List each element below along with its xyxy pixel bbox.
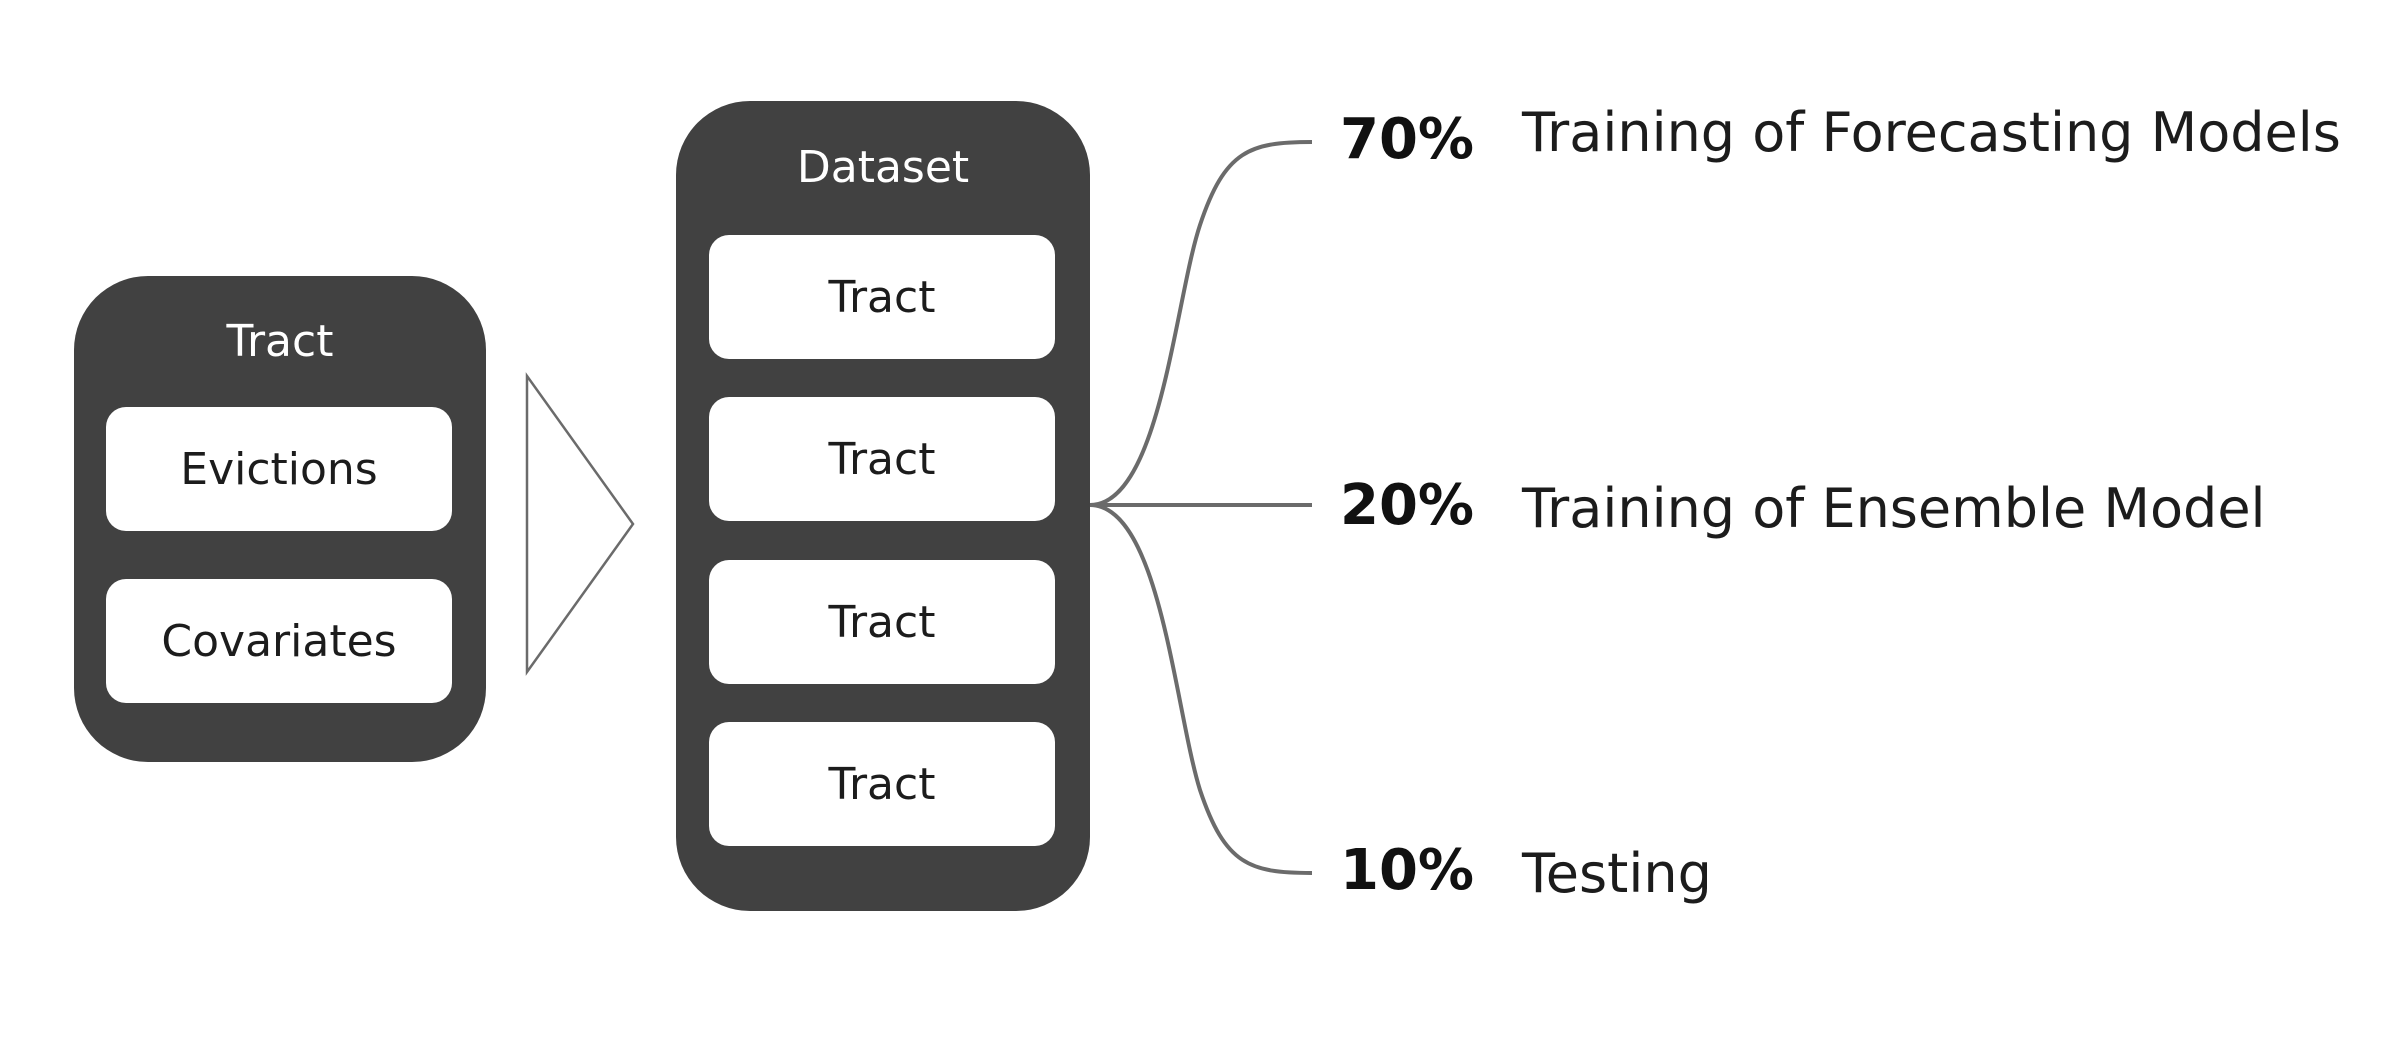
- covariates-card: Covariates: [106, 579, 452, 703]
- split-percent-10: 10%: [1340, 838, 1475, 903]
- split-percent-70: 70%: [1340, 107, 1475, 172]
- split-label-testing: Testing: [1522, 842, 1712, 905]
- evictions-card: Evictions: [106, 407, 452, 531]
- tract-panel: Tract Evictions Covariates: [74, 276, 486, 762]
- tract-panel-title: Tract: [226, 316, 334, 367]
- dataset-tract-card: Tract: [709, 235, 1055, 359]
- split-percent-20: 20%: [1340, 473, 1475, 538]
- dataset-tract-card: Tract: [709, 397, 1055, 521]
- split-label-forecasting: Training of Forecasting Models: [1522, 101, 2341, 164]
- dataset-panel: Dataset Tract Tract Tract Tract: [676, 101, 1090, 911]
- triangle-arrow-icon: [525, 372, 635, 676]
- connector-10: [1089, 503, 1313, 875]
- dataset-tract-card: Tract: [709, 722, 1055, 846]
- dataset-panel-title: Dataset: [796, 142, 970, 193]
- connector-70: [1089, 140, 1313, 507]
- dataset-tract-card: Tract: [709, 560, 1055, 684]
- split-label-ensemble: Training of Ensemble Model: [1522, 477, 2266, 540]
